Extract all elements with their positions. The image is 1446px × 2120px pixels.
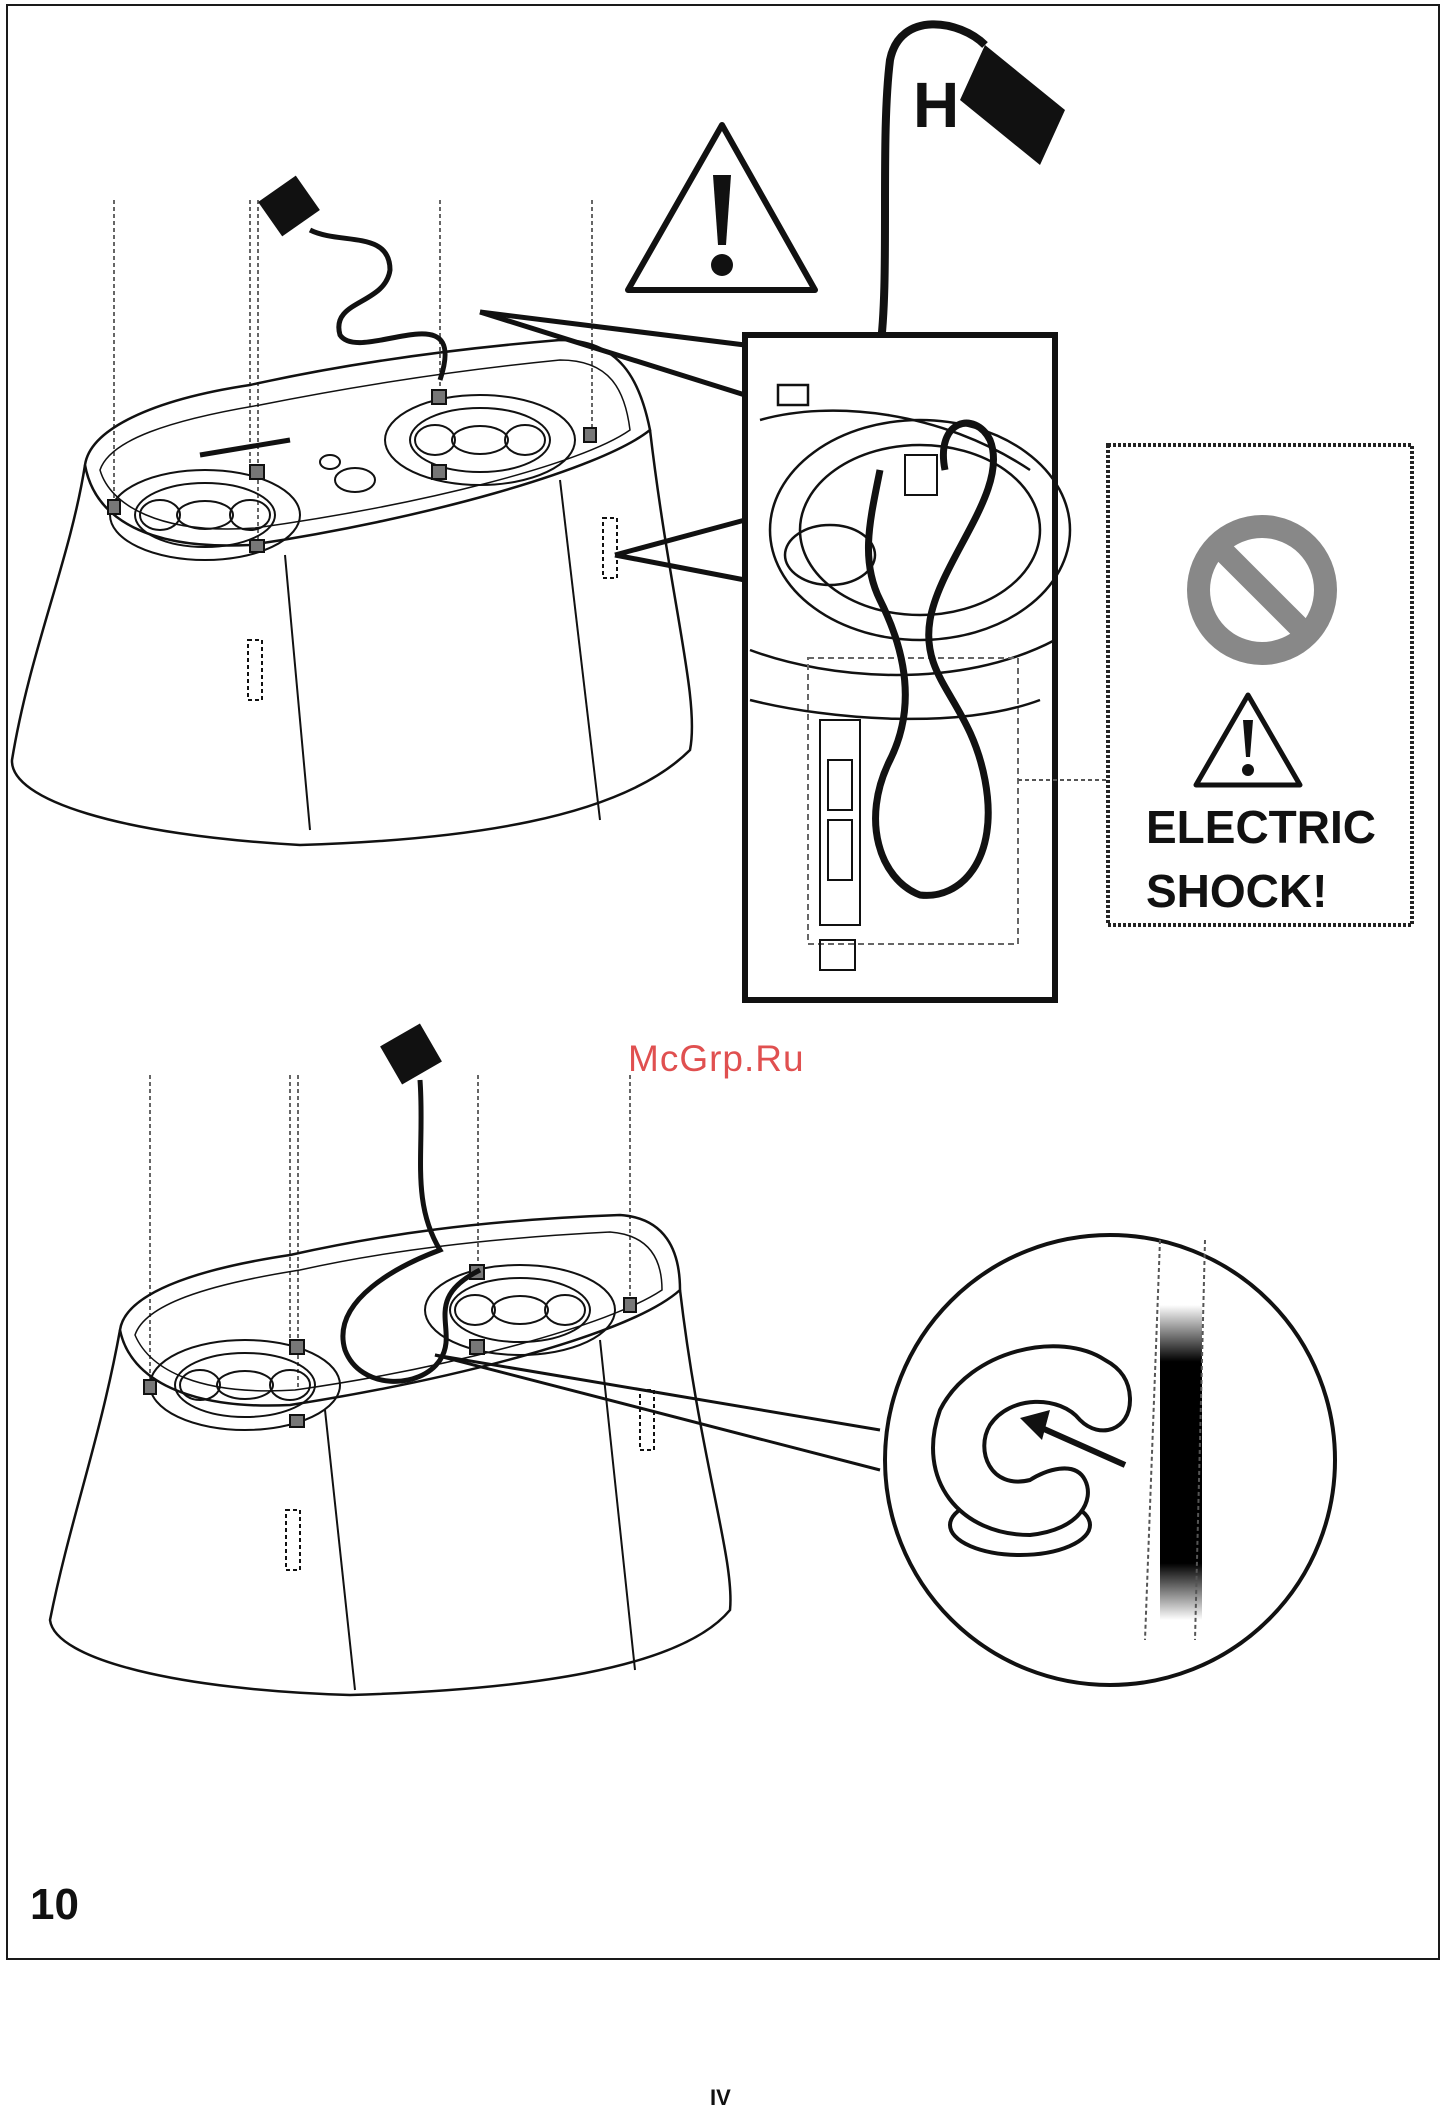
clip-detail-circle xyxy=(885,1235,1335,1685)
zoom-detail-box xyxy=(745,335,1070,1000)
top-hood-rim xyxy=(85,340,650,546)
part-label-h: H xyxy=(913,68,959,142)
top-suspension-cables xyxy=(114,200,592,540)
top-left-filter xyxy=(110,470,300,560)
bottom-left-filter xyxy=(150,1340,340,1430)
prohibited-icon xyxy=(1187,515,1337,665)
page-number: IV xyxy=(710,2085,731,2111)
bottom-suspension-cables xyxy=(150,1075,630,1390)
clip-callout-lines xyxy=(435,1355,880,1470)
bottom-plug xyxy=(343,1023,480,1381)
warning-line-1: ELECTRIC xyxy=(1146,795,1376,859)
zoom-callout-lines xyxy=(480,312,745,580)
caution-triangle-icon xyxy=(628,125,815,290)
top-right-filter xyxy=(385,395,575,485)
watermark: McGrp.Ru xyxy=(628,1038,805,1080)
bottom-hood-body xyxy=(50,1290,730,1695)
bottom-hood xyxy=(50,1075,730,1695)
top-hood xyxy=(12,200,692,845)
top-plug xyxy=(258,176,445,380)
electric-shock-warning: ELECTRIC SHOCK! xyxy=(1146,795,1376,923)
step-number: 10 xyxy=(30,1880,79,1930)
warning-line-2: SHOCK! xyxy=(1146,859,1376,923)
bottom-right-filter xyxy=(425,1265,615,1355)
